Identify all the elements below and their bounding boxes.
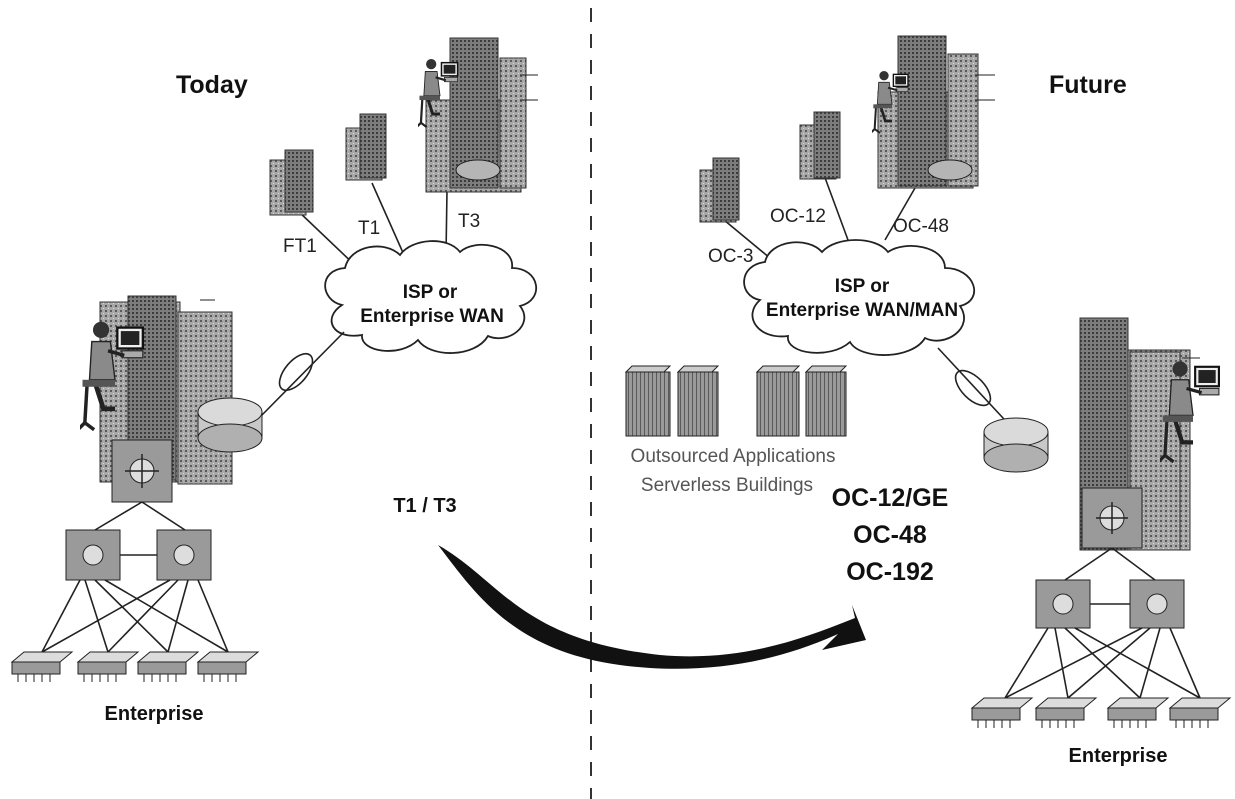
access-switches-future <box>970 697 1232 728</box>
core-switch-icon <box>1081 487 1143 549</box>
heading-future: Future <box>1049 71 1127 99</box>
access-switch-icon <box>10 651 74 682</box>
migration-label: T1 / T3 <box>393 495 456 517</box>
outsourced-label-line2: Serverless Buildings <box>641 475 813 496</box>
link-label-t3: T3 <box>458 211 480 232</box>
access-links <box>41 579 229 653</box>
distribution-switch-icon <box>156 529 212 581</box>
heading-today: Today <box>176 71 248 99</box>
server-icon <box>756 371 800 437</box>
hq-building-oc48 <box>872 35 995 189</box>
access-switch-icon <box>196 651 260 682</box>
link-label-t1: T1 <box>358 218 380 239</box>
access-switch-icon <box>1168 697 1232 728</box>
server-icon <box>677 371 719 437</box>
outsourced-label-line1: Outsourced Applications <box>631 446 836 467</box>
cloud-label-line2: Enterprise WAN <box>360 306 504 327</box>
wan-cloud-future: ISP or Enterprise WAN/MAN <box>743 239 976 356</box>
outsourced-servers <box>624 365 848 437</box>
enterprise-label-today: Enterprise <box>105 703 204 725</box>
branch-building-oc12 <box>799 111 841 180</box>
speed-label-3: OC-192 <box>846 558 934 586</box>
access-switches-today <box>10 651 260 682</box>
distribution-switch-icon <box>65 529 121 581</box>
core-switch-icon <box>111 439 173 503</box>
access-switch-icon <box>76 651 140 682</box>
access-switch-icon <box>1034 697 1098 728</box>
link-label-ft1: FT1 <box>283 236 317 257</box>
branch-building-ft1 <box>269 149 314 216</box>
hq-building-t3 <box>418 37 538 193</box>
access-switch-icon <box>136 651 200 682</box>
link-bundle-icon <box>278 352 314 392</box>
branch-building-t1 <box>345 113 387 181</box>
cloud-label-line1: ISP or <box>403 282 458 303</box>
access-switch-icon <box>970 697 1034 728</box>
distribution-switch-icon <box>1129 579 1185 629</box>
speed-label-2: OC-48 <box>853 521 927 549</box>
wan-cloud-today: ISP or Enterprise WAN <box>324 240 537 354</box>
migration-arrow <box>438 545 866 669</box>
cloud-label-line1: ISP or <box>835 276 890 297</box>
link-bundle-icon <box>954 369 992 407</box>
branch-building-oc3 <box>699 157 740 223</box>
speed-label-1: OC-12/GE <box>832 484 949 512</box>
enterprise-label-future: Enterprise <box>1069 745 1168 767</box>
link-label-oc48: OC-48 <box>893 216 949 237</box>
cloud-label-line2: Enterprise WAN/MAN <box>766 300 958 321</box>
today-section: FT1 T1 T3 ISP or Enterprise WAN <box>10 37 538 725</box>
distribution-switch-icon <box>1035 579 1091 629</box>
link-label-oc12: OC-12 <box>770 206 826 227</box>
future-section: OC-3 OC-12 OC-48 ISP or Enterprise WAN/M… <box>624 35 1232 767</box>
link-label-oc3: OC-3 <box>708 246 753 267</box>
router-icon <box>197 397 263 453</box>
server-icon <box>805 371 847 437</box>
server-icon <box>625 371 671 437</box>
access-links <box>1004 627 1201 699</box>
access-switch-icon <box>1106 697 1170 728</box>
router-icon <box>983 417 1049 473</box>
